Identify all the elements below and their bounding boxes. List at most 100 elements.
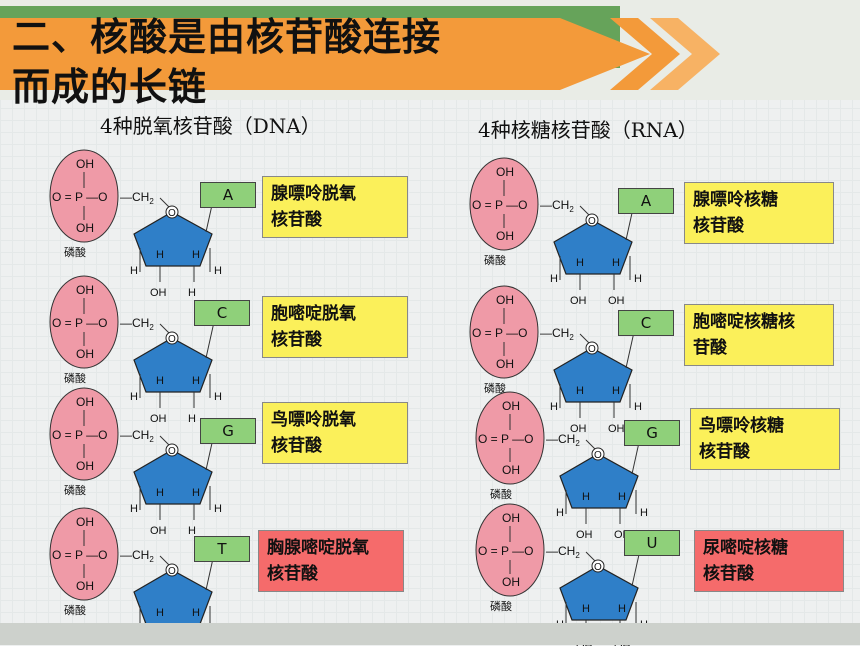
h-label: H [582,491,590,503]
phosphate-group [469,157,539,251]
phosphate-formula: O = P —O [52,428,107,442]
nucleotide-name-line2: 核苷酸 [703,564,754,584]
nucleotide-name-box: 尿嘧啶核糖核苷酸 [694,530,844,592]
phosphate-formula: O = P —O [472,198,527,212]
footer-bar [0,623,860,645]
nucleotide-name-line2: 苷酸 [693,338,727,358]
oh-label: OH [496,293,514,307]
title-banner-orange [0,18,650,90]
pentose-sugar [133,337,213,393]
oh-label: OH [496,229,514,243]
oh-label: OH [608,423,625,435]
oh-label: OH [76,347,94,361]
h-label: H [582,603,590,615]
nucleotide-name-box: 胞嘧啶脱氧核苷酸 [262,296,408,358]
h-label: H [612,257,620,269]
nucleotide-name-line2: 核苷酸 [271,436,322,456]
phosphate-group [469,285,539,379]
base-u-box: U [624,530,680,556]
base-g-box: G [200,418,256,444]
ch2-label: —CH2 [540,198,574,214]
phosphate-label: 磷酸 [64,371,86,385]
phosphate-formula: O = P —O [52,316,107,330]
nucleotide-name-line1: 胞嘧啶核糖核 [693,312,795,332]
oh-label: OH [150,413,167,425]
nucleotide-name-line1: 胸腺嘧啶脱氧 [267,538,369,558]
ring-oxygen-label: O [168,334,176,345]
h-label: H [156,249,164,261]
ring-oxygen-label: O [168,208,176,219]
ch2-label: —CH2 [120,190,154,206]
phosphate-group [475,503,545,597]
h-label: H [214,391,222,403]
dna-heading: 4种脱氧核苷酸（DNA） [100,114,321,138]
h-label: H [156,375,164,387]
h-label: H [192,249,200,261]
ch2-label: —CH2 [546,432,580,448]
base-t-box: T [194,536,250,562]
h-label: H [130,265,138,277]
phosphate-formula: O = P —O [478,544,533,558]
h-label: H [618,491,626,503]
h-label: H [156,607,164,619]
oh-label: OH [76,157,94,171]
phosphate-label: 磷酸 [484,381,506,395]
nucleotide-name-box: 腺嘌呤核糖核苷酸 [684,182,834,244]
oh-label: OH [608,295,625,307]
oh-label: OH [76,283,94,297]
phosphate-label: 磷酸 [64,603,86,617]
nucleotide-name-line2: 核苷酸 [267,564,318,584]
h-label: H [634,401,642,413]
oh-label: OH [76,395,94,409]
pentose-sugar [559,453,639,509]
nucleotide-name-line1: 胞嘧啶脱氧 [271,304,356,324]
h-label: H [550,401,558,413]
oh-label: OH [576,529,593,541]
oh-label: OH [502,399,520,413]
phosphate-group [49,387,119,481]
oh-label: OH [502,511,520,525]
oh-label: OH [496,165,514,179]
phosphate-group [49,149,119,243]
oh-label: OH [496,357,514,371]
h-label: H [576,385,584,397]
nucleotide-name-line1: 腺嘌呤核糖 [693,190,778,210]
pentose-sugar [553,347,633,403]
oh-label: OH [150,525,167,537]
nucleotide-name-box: 鸟嘌呤核糖核苷酸 [690,408,840,470]
nucleotide-name-line2: 核苷酸 [699,442,750,462]
oh-label: OH [570,295,587,307]
h-label: H [188,287,196,299]
oh-label: OH [502,575,520,589]
pentose-sugar [133,569,213,625]
nucleotide-name-box: 胞嘧啶核糖核苷酸 [684,304,834,366]
ch2-label: —CH2 [546,544,580,560]
base-c-box: C [618,310,674,336]
oh-label: OH [502,463,520,477]
nucleotide-name-line1: 鸟嘌呤脱氧 [271,410,356,430]
h-label: H [214,265,222,277]
nucleotide-name-box: 胸腺嘧啶脱氧核苷酸 [258,530,404,592]
oh-label: OH [76,515,94,529]
ch2-label: —CH2 [120,548,154,564]
h-label: H [618,603,626,615]
phosphate-formula: O = P —O [52,190,107,204]
phosphate-formula: O = P —O [472,326,527,340]
phosphate-label: 磷酸 [484,253,506,267]
h-label: H [214,503,222,515]
oh-label: OH [570,423,587,435]
nucleotide-name-box: 鸟嘌呤脱氧核苷酸 [262,402,408,464]
nucleotide-structure: OH O = P —O OH —CH2 磷酸 OH H H H OH H [49,275,222,425]
ch2-label: —CH2 [120,316,154,332]
nucleotide-name-line1: 尿嘧啶核糖 [703,538,788,558]
nucleotide-name-line2: 核苷酸 [693,216,744,236]
h-label: H [640,507,648,519]
h-label: H [188,413,196,425]
